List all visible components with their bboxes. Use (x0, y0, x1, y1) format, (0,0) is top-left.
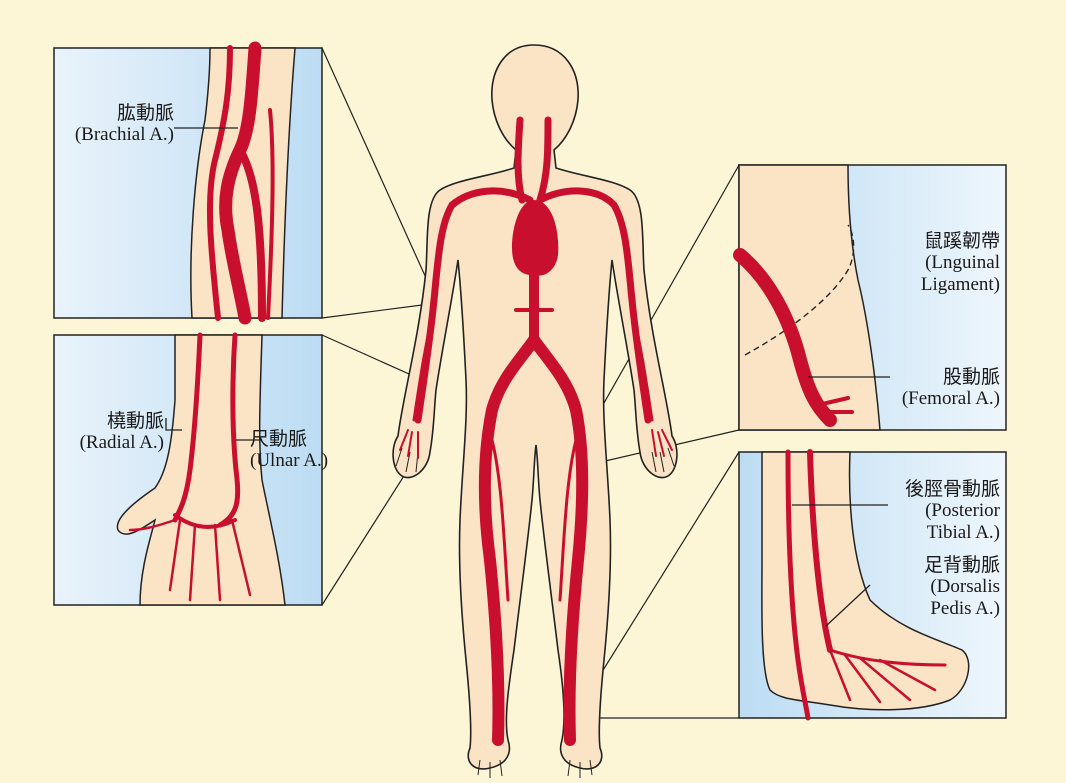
femoral-zh: 股動脈 (870, 366, 1000, 388)
posterior-tibial-en1: (Posterior (860, 500, 1000, 522)
body-figure (393, 45, 677, 778)
label-femoral: 股動脈 (Femoral A.) (870, 366, 1000, 410)
label-inguinal: 鼠蹊韌帶 (Lnguinal Ligament) (868, 230, 1000, 296)
label-radial: 橈動脈 (Radial A.) (58, 410, 164, 454)
dorsalis-pedis-zh: 足背動脈 (860, 554, 1000, 576)
ulnar-zh: 尺動脈 (250, 428, 328, 450)
radial-en: (Radial A.) (58, 432, 164, 454)
label-brachial: 肱動脈 (Brachial A.) (60, 102, 174, 146)
inguinal-en2: Ligament) (868, 274, 1000, 296)
radial-zh: 橈動脈 (58, 410, 164, 432)
inguinal-zh: 鼠蹊韌帶 (868, 230, 1000, 252)
ulnar-en: (Ulnar A.) (250, 450, 328, 472)
brachial-en: (Brachial A.) (60, 124, 174, 146)
label-ulnar: 尺動脈 (Ulnar A.) (250, 428, 328, 472)
body-outline (393, 45, 677, 769)
hand-lines (396, 448, 674, 778)
dorsalis-pedis-en1: (Dorsalis (860, 576, 1000, 598)
posterior-tibial-en2: Tibial A.) (860, 522, 1000, 544)
brachial-zh: 肱動脈 (60, 102, 174, 124)
panel-brachial (54, 48, 322, 318)
label-posterior-tibial: 後脛骨動脈 (Posterior Tibial A.) (860, 478, 1000, 544)
femoral-en: (Femoral A.) (870, 388, 1000, 410)
dorsalis-pedis-en2: Pedis A.) (860, 598, 1000, 620)
posterior-tibial-zh: 後脛骨動脈 (860, 478, 1000, 500)
inguinal-en1: (Lnguinal (868, 252, 1000, 274)
label-dorsalis-pedis: 足背動脈 (Dorsalis Pedis A.) (860, 554, 1000, 620)
